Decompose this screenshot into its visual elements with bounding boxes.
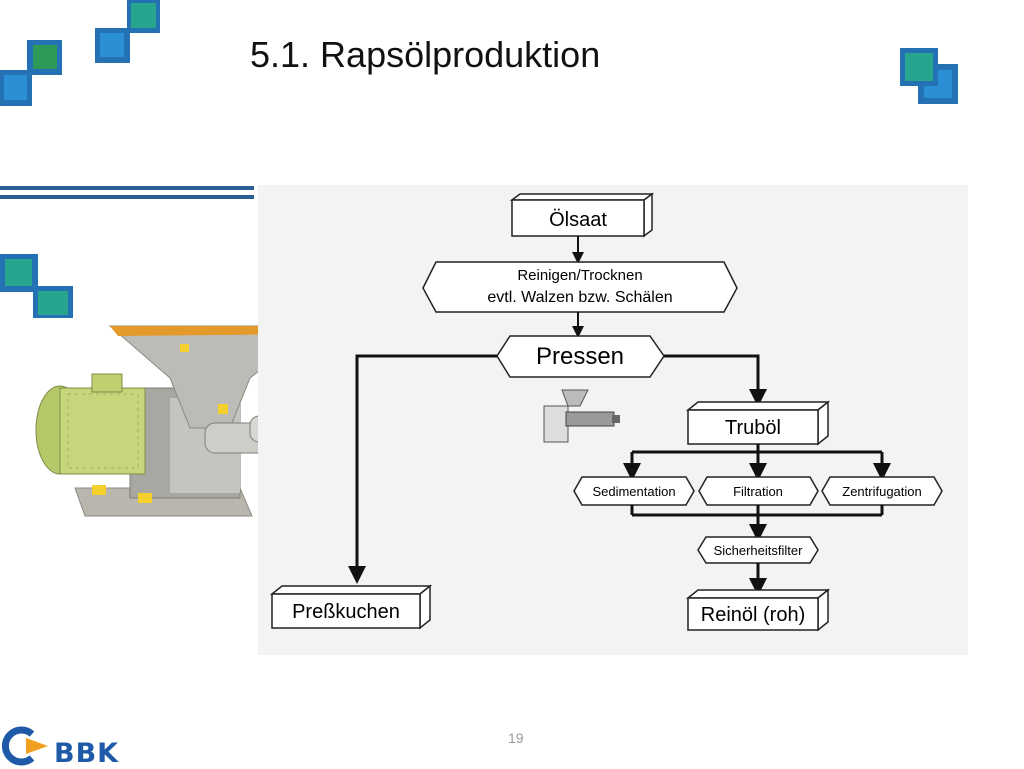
small-press-icon bbox=[543, 389, 620, 443]
node-reinoel: Reinöl (roh) bbox=[685, 588, 831, 632]
node-zentrifugation: Zentrifugation bbox=[821, 476, 943, 506]
decor-squares-top-right bbox=[900, 48, 958, 104]
node-zentrifugation-label: Zentrifugation bbox=[842, 484, 922, 499]
node-reinigen-label-line2: evtl. Walzen bzw. Schälen bbox=[487, 289, 672, 306]
decor-square bbox=[33, 45, 57, 69]
page-number: 19 bbox=[508, 730, 524, 746]
node-reinoel-label: Reinöl (roh) bbox=[701, 604, 805, 626]
node-sicherheitsfilter: Sicherheitsfilter bbox=[697, 536, 819, 564]
node-pressen: Pressen bbox=[496, 335, 665, 378]
node-oelsaat-label: Ölsaat bbox=[549, 209, 607, 231]
decor-square bbox=[100, 33, 124, 57]
warning-label bbox=[180, 344, 189, 352]
node-reinigen-label-line1: Reinigen/Trocknen bbox=[517, 267, 642, 284]
node-filtration: Filtration bbox=[698, 476, 819, 506]
node-oelsaat: Ölsaat bbox=[509, 192, 655, 238]
node-truboel-label: Truböl bbox=[725, 417, 781, 439]
decor-square bbox=[131, 3, 156, 28]
node-filtration-label: Filtration bbox=[733, 484, 783, 499]
motor-body bbox=[59, 387, 146, 475]
decor-square bbox=[905, 53, 933, 81]
warning-label bbox=[218, 404, 228, 414]
warning-label bbox=[92, 485, 106, 495]
node-truboel: Truböl bbox=[685, 400, 831, 446]
node-sedimentation: Sedimentation bbox=[573, 476, 695, 506]
arrow-pressen-presskuchen bbox=[348, 354, 497, 584]
node-pressen-label: Pressen bbox=[536, 343, 624, 370]
node-presskuchen: Preßkuchen bbox=[269, 584, 433, 630]
arrow-pressen-truboel bbox=[664, 354, 767, 407]
decor-square bbox=[5, 259, 32, 286]
node-reinigen: Reinigen/Trocknen evtl. Walzen bzw. Schä… bbox=[422, 261, 738, 313]
accent-line bbox=[0, 186, 254, 190]
bbk-logo-icon bbox=[2, 726, 48, 766]
node-presskuchen-label: Preßkuchen bbox=[292, 601, 400, 623]
warning-label bbox=[138, 493, 152, 503]
motor-fins bbox=[67, 393, 139, 469]
decor-square bbox=[4, 75, 27, 100]
decor-squares-top-left bbox=[0, 0, 160, 106]
motor-terminal-box bbox=[91, 373, 123, 393]
accent-line bbox=[0, 195, 254, 199]
process-flowchart: Ölsaat Reinigen/Trocknen evtl. Walzen bz… bbox=[258, 185, 968, 655]
accent-double-line bbox=[0, 186, 254, 199]
slide-title: 5.1. Rapsölproduktion bbox=[250, 34, 601, 75]
node-sicherheitsfilter-label: Sicherheitsfilter bbox=[714, 543, 804, 558]
decor-square bbox=[38, 291, 68, 315]
node-sedimentation-label: Sedimentation bbox=[592, 484, 675, 499]
bbk-logo-text: BBK bbox=[54, 738, 120, 769]
decor-squares-left bbox=[0, 254, 73, 318]
